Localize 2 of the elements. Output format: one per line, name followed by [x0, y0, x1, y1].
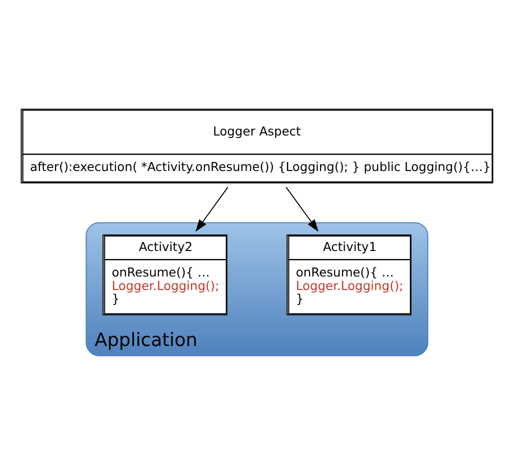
arrow — [285, 186, 318, 232]
arrow — [195, 186, 228, 232]
